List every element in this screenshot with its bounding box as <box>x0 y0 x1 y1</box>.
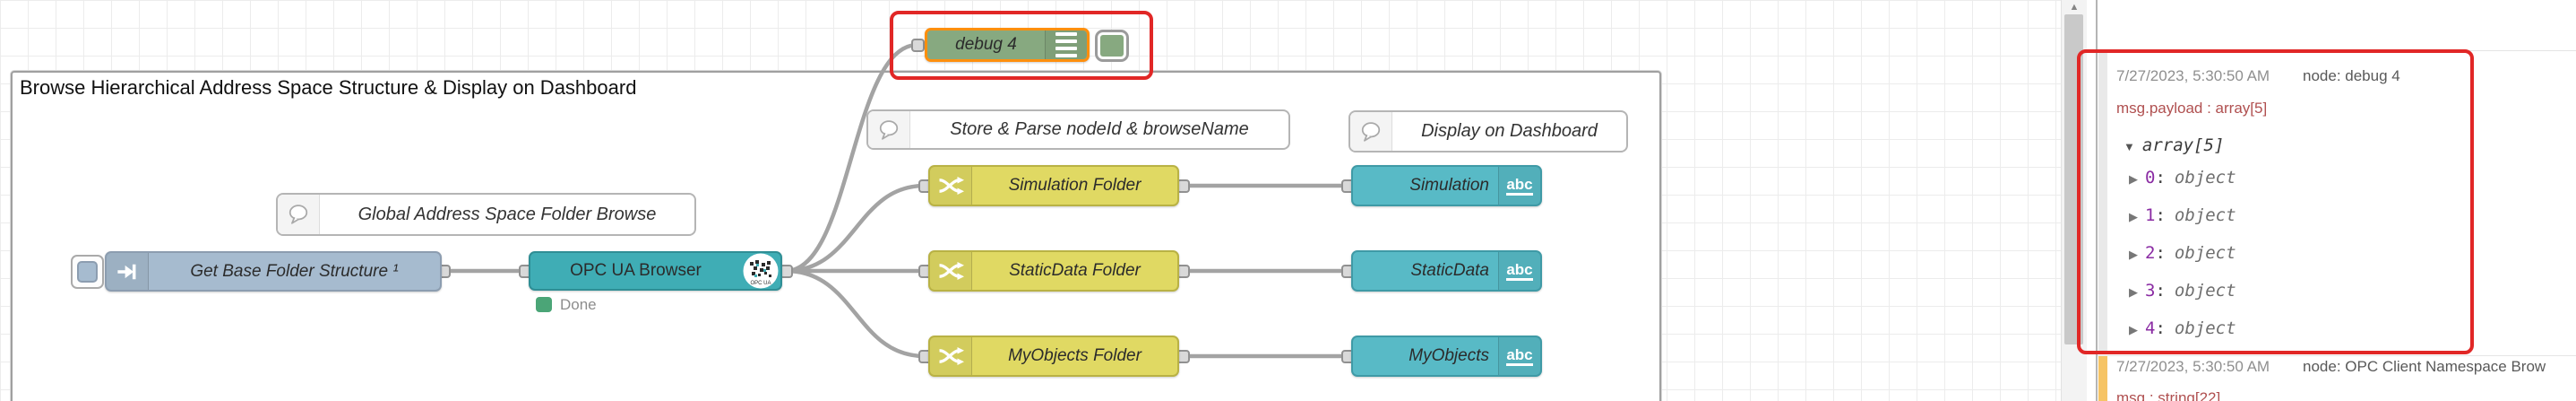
node-label: debug 4 <box>955 35 1017 54</box>
debug-toggle-button[interactable] <box>1095 30 1129 62</box>
comment-label: Store & Parse nodeId & browseName <box>950 119 1249 139</box>
debug-timestamp: 7/27/2023, 5:30:50 AM <box>2116 358 2270 375</box>
comment-label: Global Address Space Folder Browse <box>358 204 657 224</box>
item-key: 4 <box>2145 318 2156 338</box>
debug-message-separator <box>2098 355 2576 356</box>
debug-tree-item[interactable]: ▶ 4: object <box>2129 318 2236 338</box>
node-switch-simulation-folder[interactable]: Simulation Folder <box>928 165 1179 206</box>
node-label: OPC UA Browser <box>570 261 702 280</box>
svg-text:OPC UA: OPC UA <box>750 281 771 286</box>
node-label: StaticData <box>1410 261 1489 280</box>
debug-message-accent-bar <box>2098 356 2107 401</box>
inject-button-inner <box>77 261 98 283</box>
item-value: object <box>2174 318 2236 338</box>
debug-tree-item[interactable]: ▶ 0: object <box>2129 168 2236 187</box>
debug-message-accent-bar <box>2098 51 2107 354</box>
debug-tree-root[interactable]: ▼ array[5] <box>2124 135 2224 155</box>
comment-bubble-icon <box>1350 112 1392 151</box>
debug-node-ref: node: debug 4 <box>2303 67 2400 84</box>
comment-bubble-icon <box>278 195 320 234</box>
item-value: object <box>2174 205 2236 225</box>
item-colon: : <box>2155 281 2166 301</box>
shuffle-icon <box>930 337 972 375</box>
debug-message-meta: 7/27/2023, 5:30:50 AM node: OPC Client Na… <box>2116 358 2546 376</box>
abc-text-icon: abc <box>1498 252 1540 290</box>
inject-arrow-icon <box>107 253 149 290</box>
debug-tree-item[interactable]: ▶ 3: object <box>2129 281 2236 301</box>
debug-list-icon <box>1045 31 1087 59</box>
node-status-dot <box>536 297 552 312</box>
shuffle-icon <box>930 252 972 290</box>
expand-triangle-icon[interactable]: ▶ <box>2129 323 2138 336</box>
debug-node-ref: node: OPC Client Namespace Brow <box>2303 358 2546 375</box>
item-key: 0 <box>2145 168 2156 187</box>
debug-tree-root-label: array[5] <box>2141 135 2225 155</box>
debug-property[interactable]: msg.payload : array[5] <box>2116 100 2268 117</box>
item-key: 2 <box>2145 243 2156 263</box>
opcua-logo-icon: OPC UA <box>741 253 780 289</box>
node-label: StaticData Folder <box>1009 261 1141 280</box>
node-switch-staticdata-folder[interactable]: StaticData Folder <box>928 250 1179 292</box>
item-colon: : <box>2155 168 2166 187</box>
flow-group-label: Browse Hierarchical Address Space Struct… <box>20 76 637 99</box>
debug-sidebar: 7/27/2023, 5:30:50 AM node: debug 4 msg.pa… <box>2098 0 2576 401</box>
node-debug-4[interactable]: debug 4 <box>925 28 1090 62</box>
node-port[interactable] <box>910 38 925 52</box>
item-key: 3 <box>2145 281 2156 301</box>
item-colon: : <box>2155 318 2166 338</box>
shuffle-icon <box>930 167 972 205</box>
item-colon: : <box>2155 205 2166 225</box>
annotation-rect-debug-output <box>2077 49 2474 354</box>
node-label: Get Base Folder Structure ¹ <box>190 261 399 281</box>
item-value: object <box>2174 281 2236 301</box>
node-switch-myobjects-folder[interactable]: MyObjects Folder <box>928 336 1179 377</box>
debug-tree-item[interactable]: ▶ 1: object <box>2129 205 2236 225</box>
comment-node-comment-display-dashboard[interactable]: Display on Dashboard <box>1348 110 1628 153</box>
node-inject-get-base-folder[interactable]: Get Base Folder Structure ¹ <box>105 251 442 292</box>
inject-button[interactable] <box>71 255 104 289</box>
comment-label: Display on Dashboard <box>1421 121 1598 141</box>
annotation-rect-debug-node <box>890 11 1153 80</box>
item-colon: : <box>2155 243 2166 263</box>
scrollbar-up-arrow-icon[interactable]: ▲ <box>2069 2 2080 13</box>
comment-node-comment-store-parse[interactable]: Store & Parse nodeId & browseName <box>866 109 1290 150</box>
expand-triangle-icon[interactable]: ▶ <box>2129 248 2138 261</box>
node-label: Simulation Folder <box>1008 176 1142 195</box>
debug-tree-item[interactable]: ▶ 2: object <box>2129 243 2236 263</box>
debug-timestamp: 7/27/2023, 5:30:50 AM <box>2116 67 2270 84</box>
comment-node-comment-global-browse[interactable]: Global Address Space Folder Browse <box>276 193 696 236</box>
expand-triangle-icon[interactable]: ▶ <box>2129 210 2138 223</box>
sidebar-divider[interactable] <box>2096 0 2098 401</box>
collapse-triangle-icon[interactable]: ▼ <box>2124 140 2135 153</box>
abc-text-icon: abc <box>1498 337 1540 375</box>
debug-message-meta: 7/27/2023, 5:30:50 AM node: debug 4 <box>2116 67 2400 85</box>
node-uitext-staticdata[interactable]: StaticData abc <box>1351 250 1542 292</box>
expand-triangle-icon[interactable]: ▶ <box>2129 172 2138 186</box>
item-key: 1 <box>2145 205 2156 225</box>
item-value: object <box>2174 243 2236 263</box>
node-label: MyObjects Folder <box>1008 346 1142 365</box>
debug-toggle-inner <box>1100 35 1124 57</box>
node-uitext-simulation[interactable]: Simulation abc <box>1351 165 1542 206</box>
abc-text-icon: abc <box>1498 167 1540 205</box>
flow-canvas[interactable]: Browse Hierarchical Address Space Struct… <box>0 0 2061 401</box>
item-value: object <box>2174 168 2236 187</box>
node-status-text: Done <box>560 296 597 313</box>
node-label: Simulation <box>1409 176 1489 195</box>
comment-bubble-icon <box>868 111 910 148</box>
node-uitext-myobjects[interactable]: MyObjects abc <box>1351 336 1542 377</box>
debug-property[interactable]: msg : string[22] <box>2116 389 2221 401</box>
expand-triangle-icon[interactable]: ▶ <box>2129 285 2138 299</box>
node-label: MyObjects <box>1409 346 1489 365</box>
